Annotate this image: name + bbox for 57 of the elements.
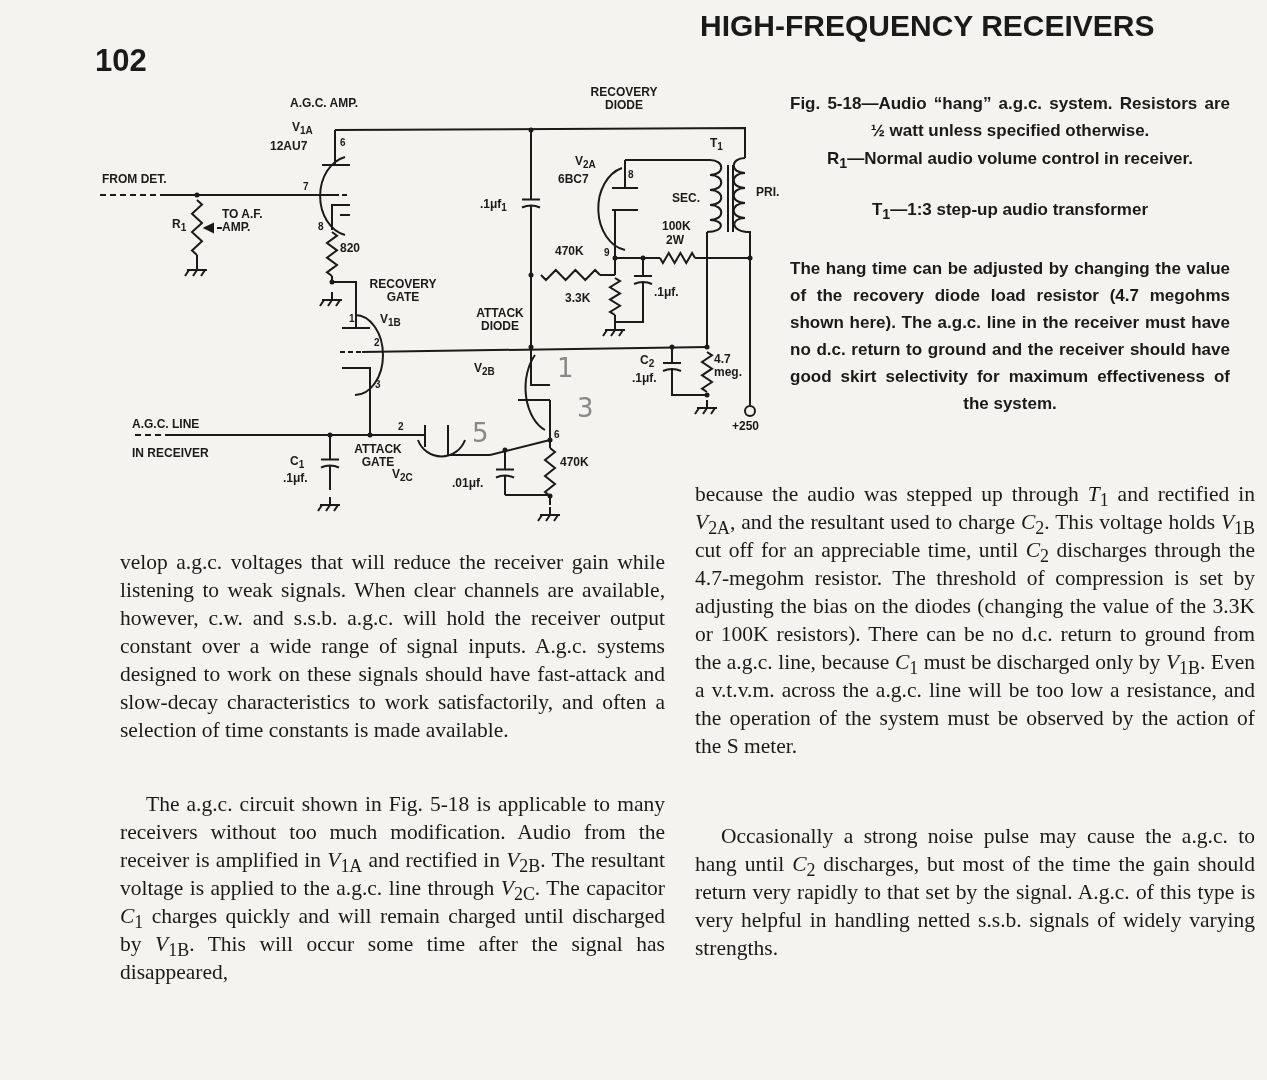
component-label: V$_{2A}$	[575, 155, 596, 168]
component-label: ATTACK DIODE	[475, 307, 525, 333]
pin-number: 2	[374, 338, 380, 349]
component-label: C$_{1}$	[290, 455, 305, 468]
component-label: V$_{1A}$	[292, 121, 313, 134]
component-label: +250	[732, 420, 760, 433]
component-label: .1μf.	[283, 472, 308, 485]
body-paragraph: velop a.g.c. voltages that will reduce the receiver gain while listening to weak signals. When clear channels are available, however, c.w. and s.s.b. a.g.c. will hold the receiver output constant over a wide range of signal inputs. A.g.c. systems designed to work on these signals should have fast-attack and slow-decay characteristics to work satisfactorily, and often a selection of time constants is made available.	[120, 549, 665, 744]
pin-number: 7	[303, 182, 309, 193]
pin-number: 8	[628, 170, 634, 181]
component-label: 3.3K	[565, 292, 591, 305]
component-label: IN RECEIVER	[132, 447, 209, 460]
body-paragraph: because the audio was stepped up through T$_{1}$ and rectified in V$_{2A}$, and the resultant used to charge C$_{2}$. This voltage holds V$_{1B}$ cut off for an appreciable time, until C$_{2}$ discharges through the 4.7-megohm resistor. The threshold of compression is set by adjusting the bias on the diodes (changing the value of the 3.3K or 100K resistors). There can be no d.c. return to ground from the a.g.c. line, because C$_{1}$ must be discharged only by V$_{1B}$. Even a v.t.v.m. across the a.g.c. line will be too low a resistance, and the operation of the system must be observed by the action of the S meter.	[695, 481, 1255, 760]
page-heading: HIGH-FREQUENCY RECEIVERS	[700, 10, 1155, 42]
handwritten-mark: 3	[577, 395, 594, 423]
component-label: V$_{2C}$	[392, 468, 413, 481]
component-label: PRI.	[756, 186, 780, 199]
component-label: RECOVERY DIODE	[589, 86, 659, 112]
component-label: 2W	[666, 234, 684, 247]
caption-text: The hang time can be adjusted by changing the value of the recovery diode load resistor (4.7 megohms shown here). The a.g.c. line in the receiver must have no d.c. return to ground and the receiver should have good skirt selectivity for maximum effectiveness of the system.	[790, 258, 1230, 415]
handwritten-mark: 5	[472, 420, 489, 448]
component-label: V$_{1B}$	[380, 313, 401, 326]
pin-number: 6	[554, 430, 560, 441]
component-label: FROM DET.	[102, 173, 167, 186]
component-label: .01μf.	[452, 477, 484, 490]
pin-number: 2	[398, 422, 404, 433]
component-label: 12AU7	[270, 140, 308, 153]
component-label: 820	[340, 242, 361, 255]
figure-caption: Fig. 5-18—Audio “hang” a.g.c. system. Resistors are ½ watt unless specified otherwise.	[790, 93, 1230, 142]
caption-text: R$_{1}$—Normal audio volume control in receiver.	[826, 148, 1194, 172]
component-label: A.G.C. LINE	[132, 418, 200, 431]
component-label: RECOVERY GATE	[368, 278, 438, 304]
page-number: 102	[95, 45, 147, 78]
component-label: TO A.F. AMP.	[222, 208, 264, 234]
component-label: .1μf.	[654, 286, 679, 299]
component-label: 470K	[555, 245, 584, 258]
component-label: 6BC7	[558, 173, 589, 186]
component-label: R$_{1}$	[172, 218, 187, 231]
pin-number: 1	[349, 314, 355, 325]
body-paragraph: The a.g.c. circuit shown in Fig. 5-18 is applicable to many receivers without too much modification. Audio from the receiver is amplified in V$_{1A}$ and rectified in V$_{2B}$. The resultant voltage is applied to the a.g.c. line through V$_{2C}$. The capacitor C$_{1}$ charges quickly and will remain charged until discharged by V$_{1B}$. This will occur some time after the signal has disappeared,	[120, 791, 665, 986]
handwritten-mark: 1	[557, 355, 574, 383]
component-label: A.G.C. AMP.	[290, 97, 358, 110]
pin-number: 9	[604, 248, 610, 259]
component-label: 470K	[560, 456, 589, 469]
component-label: 4.7 meg.	[714, 353, 743, 379]
pin-number: 6	[340, 138, 346, 149]
caption-text: T$_{1}$—1:3 step-up audio transformer	[870, 199, 1150, 223]
body-paragraph: Occasionally a strong noise pulse may cause the a.g.c. to hang until C$_{2}$ discharges, but most of the time the gain should return very rapidly to that set by the signal. A.g.c. of this type is very helpful in handling netted s.s.b. signals of widely varying strengths.	[695, 823, 1255, 962]
component-label: .1μf.	[632, 372, 657, 385]
pin-number: 8	[318, 222, 324, 233]
component-label: T$_{1}$	[710, 137, 723, 150]
component-label: 100K	[662, 220, 691, 233]
component-label: ATTACK GATE	[353, 443, 403, 469]
component-label: V$_{2B}$	[474, 362, 495, 375]
component-label: C$_{2}$	[640, 354, 655, 367]
component-label: SEC.	[672, 192, 700, 205]
component-label: .1μf$_{1}$	[480, 198, 507, 211]
